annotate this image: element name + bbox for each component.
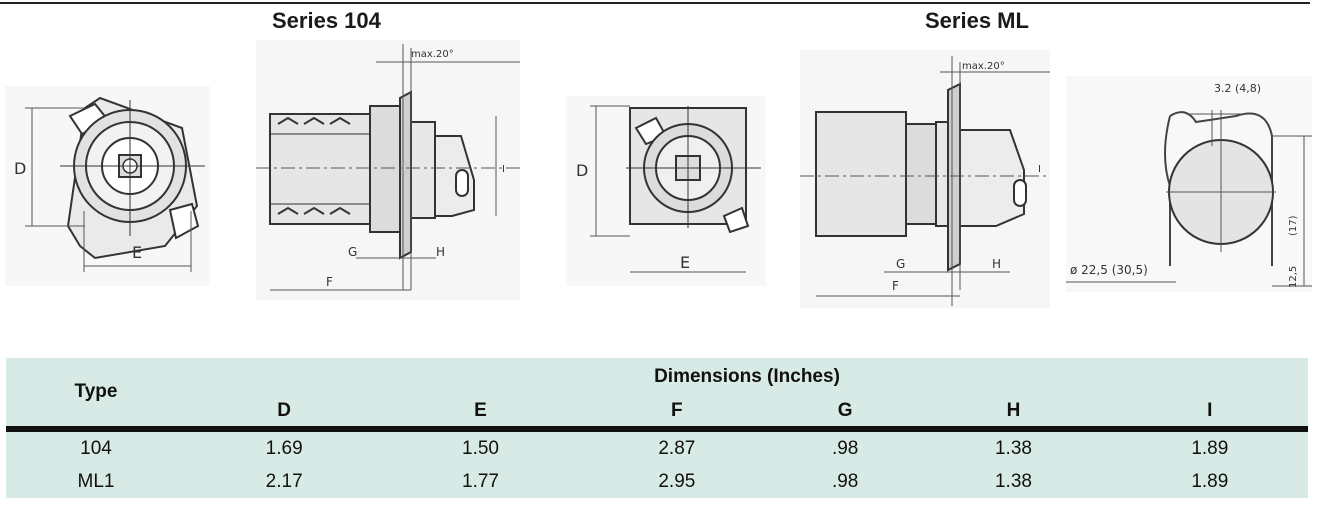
panel-cutout-view: 3.2 (4,8) ø 22,5 (30,5) (17) 12,5 <box>1066 76 1312 292</box>
table-row: 104 1.69 1.50 2.87 .98 1.38 1.89 <box>6 429 1308 465</box>
value-cell: .98 <box>775 465 916 498</box>
value-cell: 1.89 <box>1111 465 1308 498</box>
label-e: E <box>132 243 142 262</box>
label-h-ml: H <box>992 257 1001 271</box>
value-cell: 1.69 <box>186 429 383 465</box>
label-h: H <box>436 245 445 259</box>
column-header-h: H <box>915 396 1112 432</box>
value-cell: 1.89 <box>1111 429 1308 465</box>
label-edge-dist: 12,5 <box>1288 266 1299 288</box>
column-header-e: E <box>382 396 579 432</box>
label-f: F <box>326 275 333 289</box>
label-f-ml: F <box>892 279 899 293</box>
type-cell: ML1 <box>6 465 186 498</box>
column-header-g: G <box>775 396 916 432</box>
value-cell: 1.38 <box>915 429 1112 465</box>
column-header-i: I <box>1111 396 1308 432</box>
label-panel-gap: 3.2 (4,8) <box>1214 82 1261 95</box>
value-cell: 2.17 <box>186 465 383 498</box>
value-cell: 1.77 <box>382 465 579 498</box>
value-cell: .98 <box>775 429 916 465</box>
table-row: ML1 2.17 1.77 2.95 .98 1.38 1.89 <box>6 465 1308 498</box>
label-d-ml: D <box>576 161 588 180</box>
label-e-ml: E <box>680 253 690 272</box>
column-header-d: D <box>186 396 383 432</box>
series-104-front-view: D E <box>0 86 215 286</box>
label-max-angle-ml: max.20° <box>962 61 1005 72</box>
series-ml-title: Series ML <box>925 8 1029 33</box>
label-i: I <box>502 164 505 175</box>
value-cell: 2.87 <box>578 429 776 465</box>
series-104-title: Series 104 <box>272 8 381 33</box>
series-ml-front-view: D E <box>566 96 766 286</box>
value-cell: 1.50 <box>382 429 579 465</box>
dimensions-group-header: Dimensions (Inches) <box>186 358 1308 396</box>
top-rule <box>0 2 1310 4</box>
column-header-f: F <box>578 396 776 432</box>
label-edge-dist-alt: (17) <box>1288 215 1299 236</box>
value-cell: 2.95 <box>578 465 776 498</box>
label-i-ml: I <box>1038 164 1041 175</box>
type-cell: 104 <box>6 429 186 465</box>
value-cell: 1.38 <box>915 465 1112 498</box>
series-ml-side-view: max.20° G H F I <box>800 50 1050 308</box>
label-g: G <box>348 245 357 259</box>
label-hole-diameter: ø 22,5 (30,5) <box>1070 263 1148 277</box>
label-g-ml: G <box>896 257 905 271</box>
label-max-angle: max.20° <box>411 49 454 60</box>
dimensions-table: Type Dimensions (Inches) D E F G H I 104… <box>6 358 1308 498</box>
series-104-side-view: max.20° G H F I <box>256 40 520 300</box>
label-d: D <box>14 159 26 178</box>
type-column-header: Type <box>6 358 186 432</box>
